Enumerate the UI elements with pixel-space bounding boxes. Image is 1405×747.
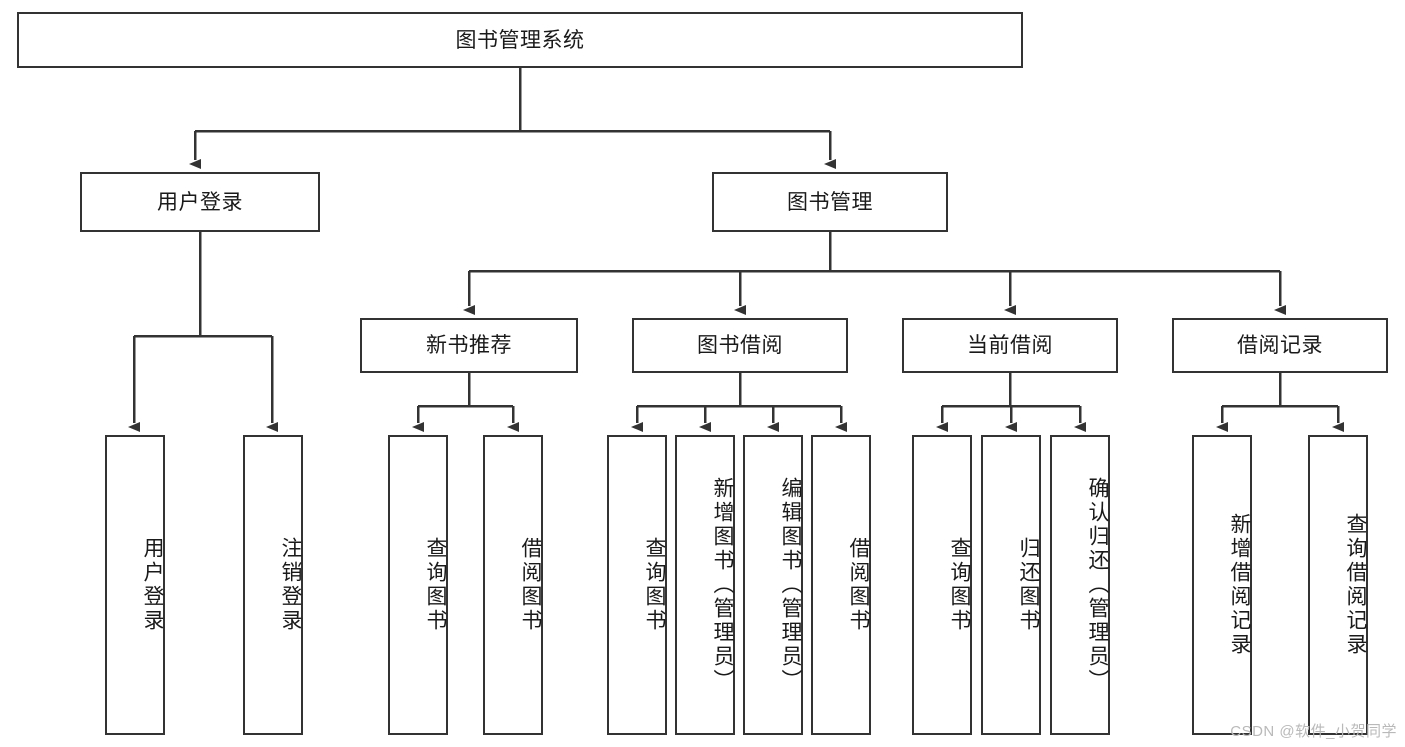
node-label: 用户登录 (141, 537, 164, 633)
edge-root-bus (195, 68, 830, 133)
node-leaf-query-record[interactable]: 查询借阅记录 (1308, 435, 1368, 735)
node-label: 图书管理 (787, 190, 873, 214)
watermark: CSDN @软件_小贺同学 (1230, 723, 1397, 740)
edge-user-login-bus (134, 232, 272, 338)
node-label: 新书推荐 (426, 334, 512, 357)
node-label: 图书借阅 (697, 334, 783, 357)
node-label: 借阅图书 (519, 537, 542, 633)
node-label: 查询图书 (424, 537, 447, 633)
node-label: 确认归还（管理员） (1086, 477, 1109, 693)
edge-current-borrow-bus (942, 373, 1080, 408)
node-label: 新增借阅记录 (1228, 513, 1251, 657)
node-new-book-rec[interactable]: 新书推荐 (360, 318, 578, 373)
node-book-manage[interactable]: 图书管理 (712, 172, 948, 232)
node-label: 查询图书 (643, 537, 666, 633)
node-label: 注销登录 (279, 537, 302, 633)
node-label: 用户登录 (157, 190, 243, 214)
edge-new-book-rec-bus (418, 373, 513, 408)
node-leaf-borrow-book-2[interactable]: 借阅图书 (811, 435, 871, 735)
node-label: 借阅图书 (847, 537, 870, 633)
node-label: 图书管理系统 (455, 28, 585, 52)
node-root[interactable]: 图书管理系统 (17, 12, 1023, 68)
node-label: 查询借阅记录 (1344, 513, 1367, 657)
node-leaf-query-book-2[interactable]: 查询图书 (607, 435, 667, 735)
node-leaf-user-logout[interactable]: 注销登录 (243, 435, 303, 735)
node-leaf-query-book-3[interactable]: 查询图书 (912, 435, 972, 735)
node-borrow-record[interactable]: 借阅记录 (1172, 318, 1388, 373)
node-leaf-query-book-1[interactable]: 查询图书 (388, 435, 448, 735)
node-current-borrow[interactable]: 当前借阅 (902, 318, 1118, 373)
node-leaf-confirm-return[interactable]: 确认归还（管理员） (1050, 435, 1110, 735)
node-user-login[interactable]: 用户登录 (80, 172, 320, 232)
node-leaf-user-login[interactable]: 用户登录 (105, 435, 165, 735)
edge-borrow-record-bus (1222, 373, 1338, 408)
node-leaf-return-book[interactable]: 归还图书 (981, 435, 1041, 735)
node-leaf-add-record[interactable]: 新增借阅记录 (1192, 435, 1252, 735)
node-label: 查询图书 (948, 537, 971, 633)
node-leaf-edit-book[interactable]: 编辑图书（管理员） (743, 435, 803, 735)
node-label: 新增图书（管理员） (711, 477, 734, 693)
node-leaf-borrow-book-1[interactable]: 借阅图书 (483, 435, 543, 735)
edge-book-borrow-bus (637, 373, 841, 408)
node-leaf-add-book[interactable]: 新增图书（管理员） (675, 435, 735, 735)
edge-book-manage-bus (469, 232, 1280, 273)
node-book-borrow[interactable]: 图书借阅 (632, 318, 848, 373)
node-label: 当前借阅 (967, 334, 1053, 357)
node-label: 归还图书 (1017, 537, 1040, 633)
node-label: 编辑图书（管理员） (779, 477, 802, 693)
node-label: 借阅记录 (1237, 334, 1323, 357)
